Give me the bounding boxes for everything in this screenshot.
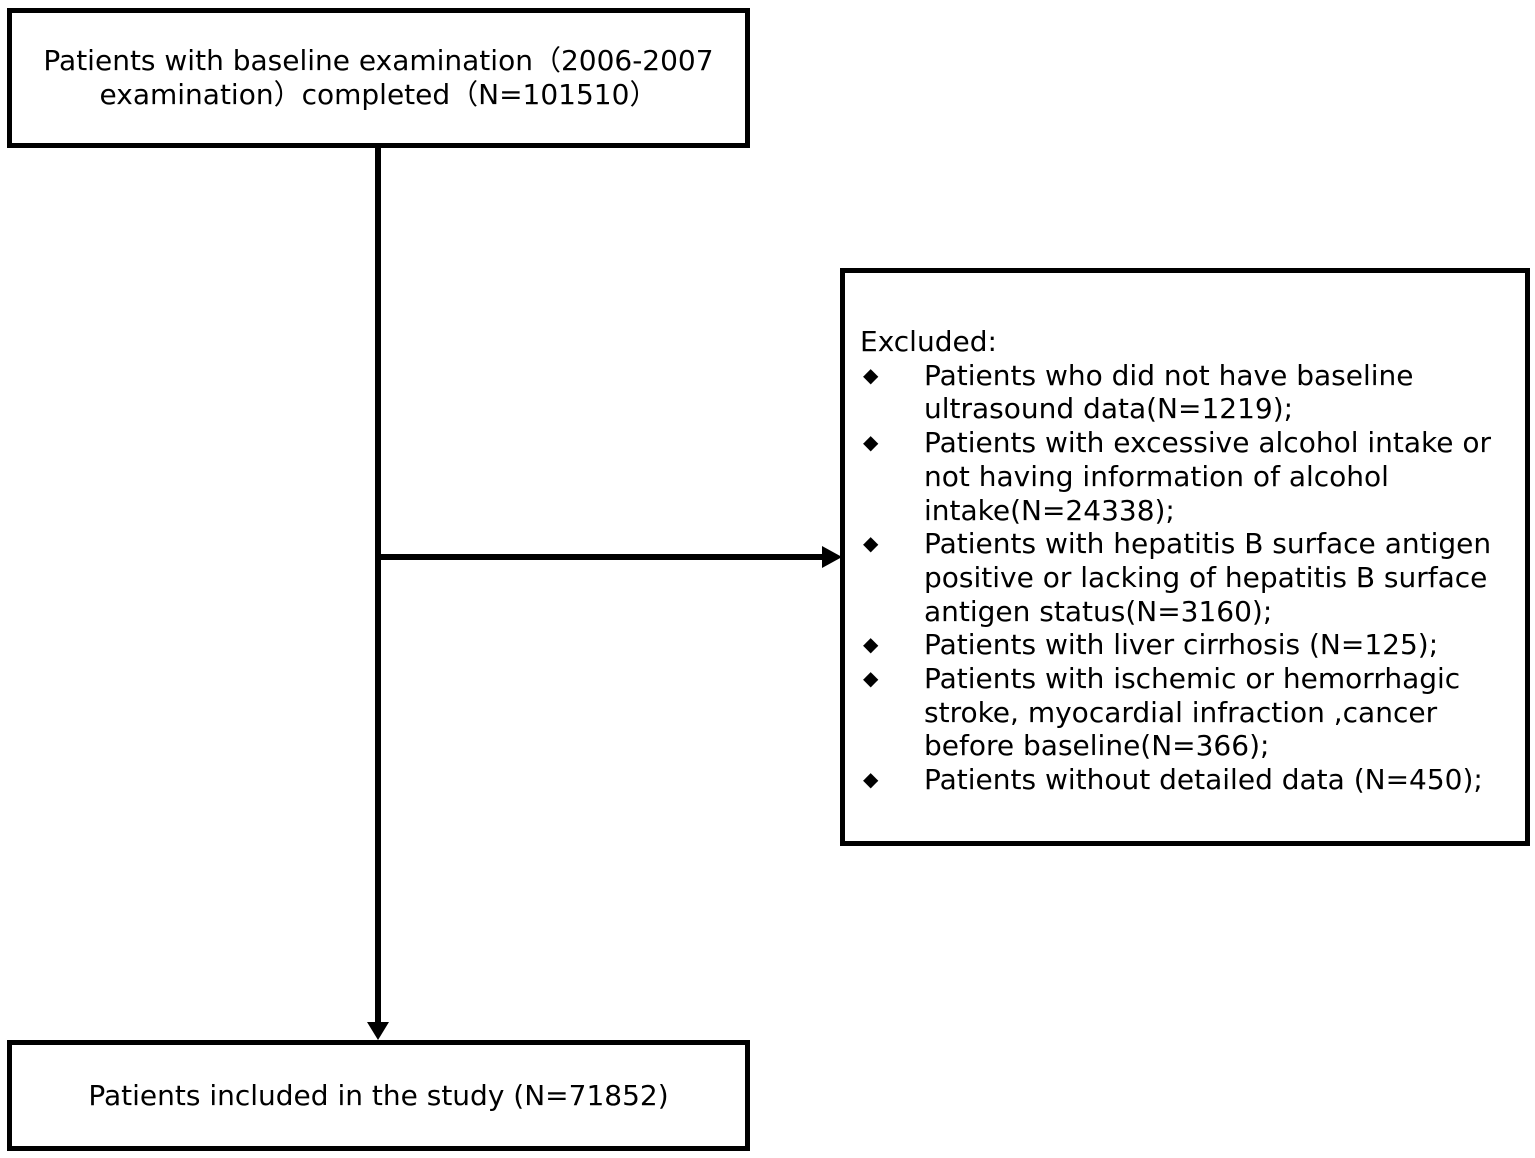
excluded-item: ◆ Patients who did not have baseline ult…: [860, 359, 1515, 426]
excluded-item-text: Patients without detailed data (N=450);: [924, 763, 1483, 797]
diamond-bullet-icon: ◆: [863, 632, 879, 657]
excluded-box: Excluded: ◆ Patients who did not have ba…: [840, 268, 1530, 846]
diamond-bullet-icon: ◆: [863, 531, 879, 556]
arrowhead-down: [367, 1022, 389, 1040]
diamond-bullet-icon: ◆: [863, 362, 879, 387]
excluded-item: ◆ Patients with hepatitis B surface anti…: [860, 527, 1515, 628]
excluded-item: ◆ Patients with ischemic or hemorrhagic …: [860, 662, 1515, 763]
diamond-bullet-icon: ◆: [863, 430, 879, 455]
excluded-item: ◆ Patients with excessive alcohol intake…: [860, 426, 1515, 527]
baseline-box-line-2: examination）completed（N=101510）: [99, 78, 658, 111]
baseline-patients-box: Patients with baseline examination（2006-…: [7, 8, 750, 148]
excluded-title: Excluded:: [860, 325, 997, 358]
baseline-box-line-1: Patients with baseline examination（2006-…: [43, 44, 714, 77]
excluded-item-text: Patients who did not have baseline ultra…: [924, 358, 1414, 426]
excluded-item: ◆ Patients without detailed data (N=450)…: [860, 763, 1515, 797]
included-patients-box: Patients included in the study (N=71852): [7, 1040, 750, 1151]
diamond-bullet-icon: ◆: [863, 666, 879, 691]
excluded-item-text: Patients with excessive alcohol intake o…: [924, 426, 1492, 527]
excluded-list: ◆ Patients who did not have baseline ult…: [860, 359, 1515, 797]
excluded-item: ◆ Patients with liver cirrhosis (N=125);: [860, 628, 1515, 662]
excluded-item-text: Patients with liver cirrhosis (N=125);: [924, 628, 1439, 662]
diamond-bullet-icon: ◆: [863, 767, 879, 792]
excluded-item-text: Patients with ischemic or hemorrhagic st…: [924, 662, 1461, 763]
arrowhead-right: [822, 546, 842, 568]
included-box-label: Patients included in the study (N=71852): [88, 1078, 669, 1112]
excluded-item-text: Patients with hepatitis B surface antige…: [924, 527, 1492, 628]
